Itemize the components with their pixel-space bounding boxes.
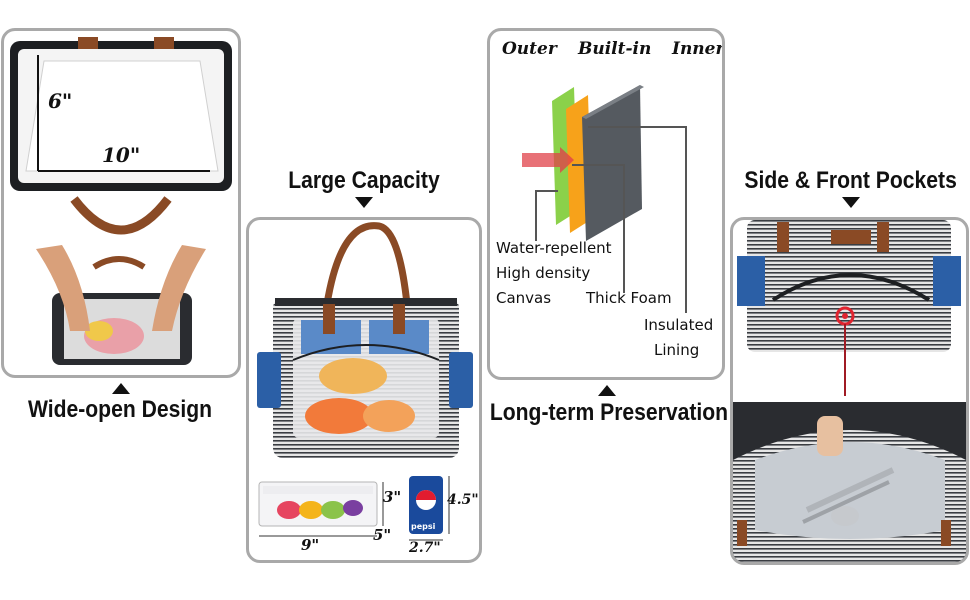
material-thick-foam: Thick Foam [586, 289, 672, 307]
lunch-bag-front-photo [257, 222, 473, 541]
panel-pockets [730, 217, 969, 565]
material-lining: Lining [654, 341, 700, 359]
pointer-down-icon [355, 197, 373, 208]
caption-long-term-preservation: Long-term Preservation [489, 399, 729, 426]
can-brand-logo: pepsi [411, 522, 436, 531]
box-depth-label: 5" [373, 526, 392, 544]
material-insulated: Insulated [644, 316, 714, 334]
panel-large-capacity: 3" 9" 5" 4.5" 2.7" pepsi [246, 217, 482, 563]
can-height-label: 4.5" [447, 492, 479, 508]
open-bag-top-photo [10, 37, 232, 365]
can-width-label: 2.7" [409, 540, 441, 556]
box-length-label: 9" [301, 536, 320, 554]
pointer-down-icon [842, 197, 860, 208]
panel-wide-open: 6" 10" [1, 28, 241, 378]
layer-header-builtin: Built-in [578, 39, 652, 59]
caption-large-capacity: Large Capacity [288, 167, 440, 194]
dimension-height: 6" [48, 89, 73, 113]
dimension-width: 10" [102, 143, 141, 167]
material-high-density: High density [496, 264, 591, 282]
caption-side-front-pockets: Side & Front Pockets [744, 167, 957, 194]
insulation-layers-diagram [522, 85, 687, 313]
layer-header-outer: Outer [502, 39, 557, 59]
material-water-repellent: Water-repellent [496, 239, 612, 257]
pointer-up-icon [112, 383, 130, 394]
pockets-photo [733, 220, 966, 562]
box-height-label: 3" [383, 488, 402, 506]
layer-header-inner: Inner [672, 39, 725, 59]
material-canvas: Canvas [496, 289, 552, 307]
caption-wide-open: Wide-open Design [27, 396, 213, 423]
pointer-up-icon [598, 385, 616, 396]
panel-layers: Outer Built-in Inner Water-repellent Hig… [487, 28, 725, 380]
